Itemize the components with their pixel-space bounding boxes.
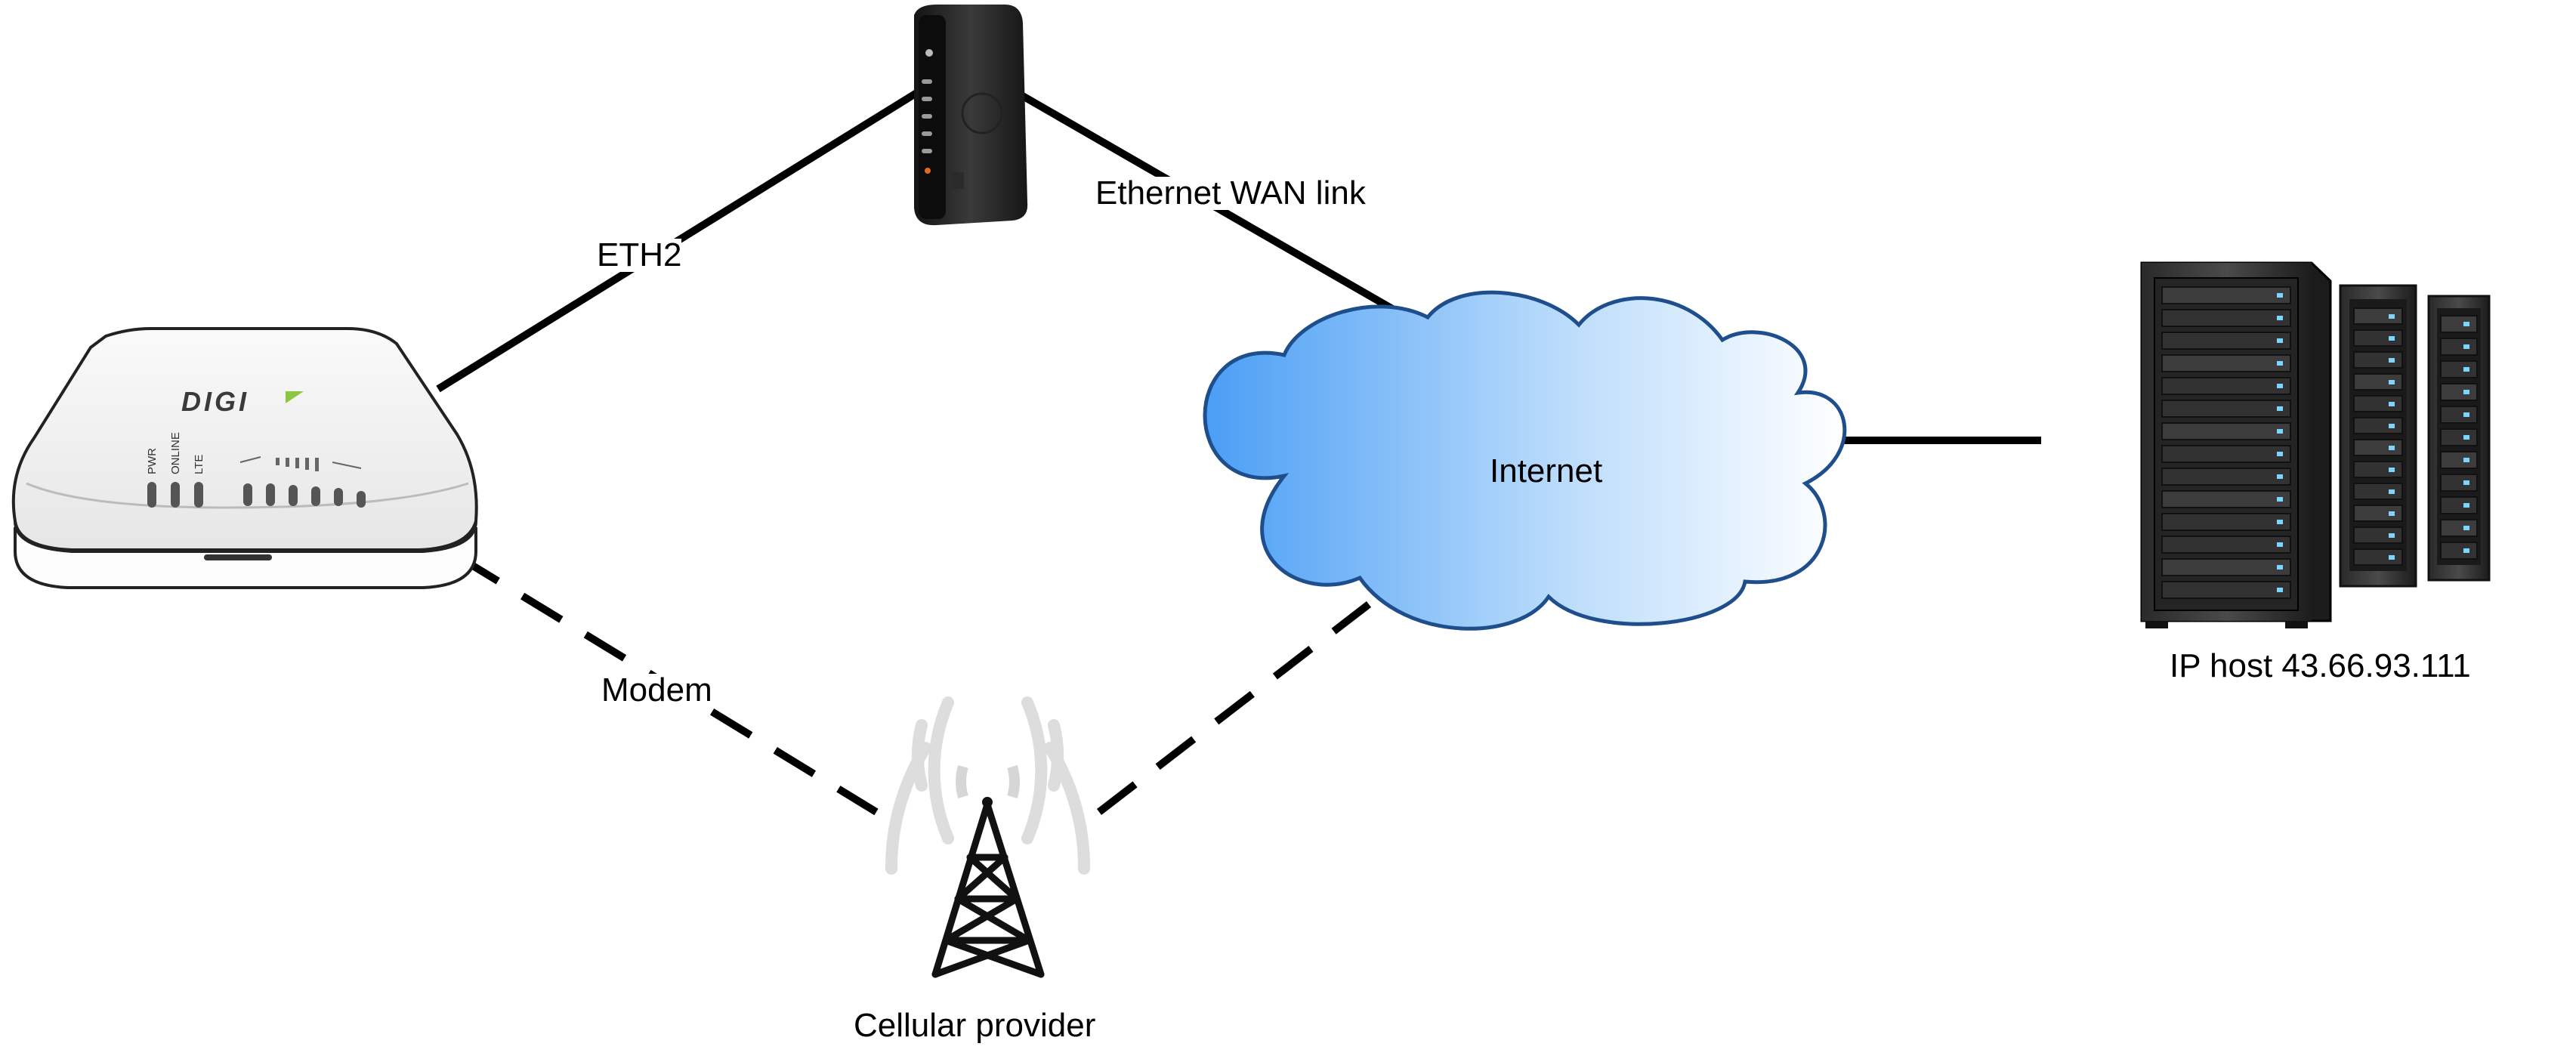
cellular-link-line <box>1096 601 1372 815</box>
cellular-tower-icon <box>885 696 1091 978</box>
ip-host-label: IP host 43.66.93.111 <box>2170 647 2471 684</box>
internet-cloud-icon <box>1203 290 1847 631</box>
router-brand-text: DIGI <box>181 386 249 417</box>
rack-units <box>2161 286 2478 599</box>
modem-link-label: Modem <box>601 671 712 709</box>
cellular-provider-label: Cellular provider <box>854 1007 1096 1044</box>
server-racks-icon <box>2041 240 2576 641</box>
ethernet-wan-link-label: Ethernet WAN link <box>1095 174 1366 211</box>
router-led-label-online: ONLINE <box>169 432 182 474</box>
router-led-label-pwr: PWR <box>146 448 159 474</box>
router-led-label-lte: LTE <box>193 455 205 474</box>
eth2-link-label: ETH2 <box>597 236 682 273</box>
digi-router-icon: DIGI PWR ONLINE LTE <box>11 327 478 589</box>
cable-modem-icon <box>914 5 1028 226</box>
internet-label: Internet <box>1490 452 1603 489</box>
